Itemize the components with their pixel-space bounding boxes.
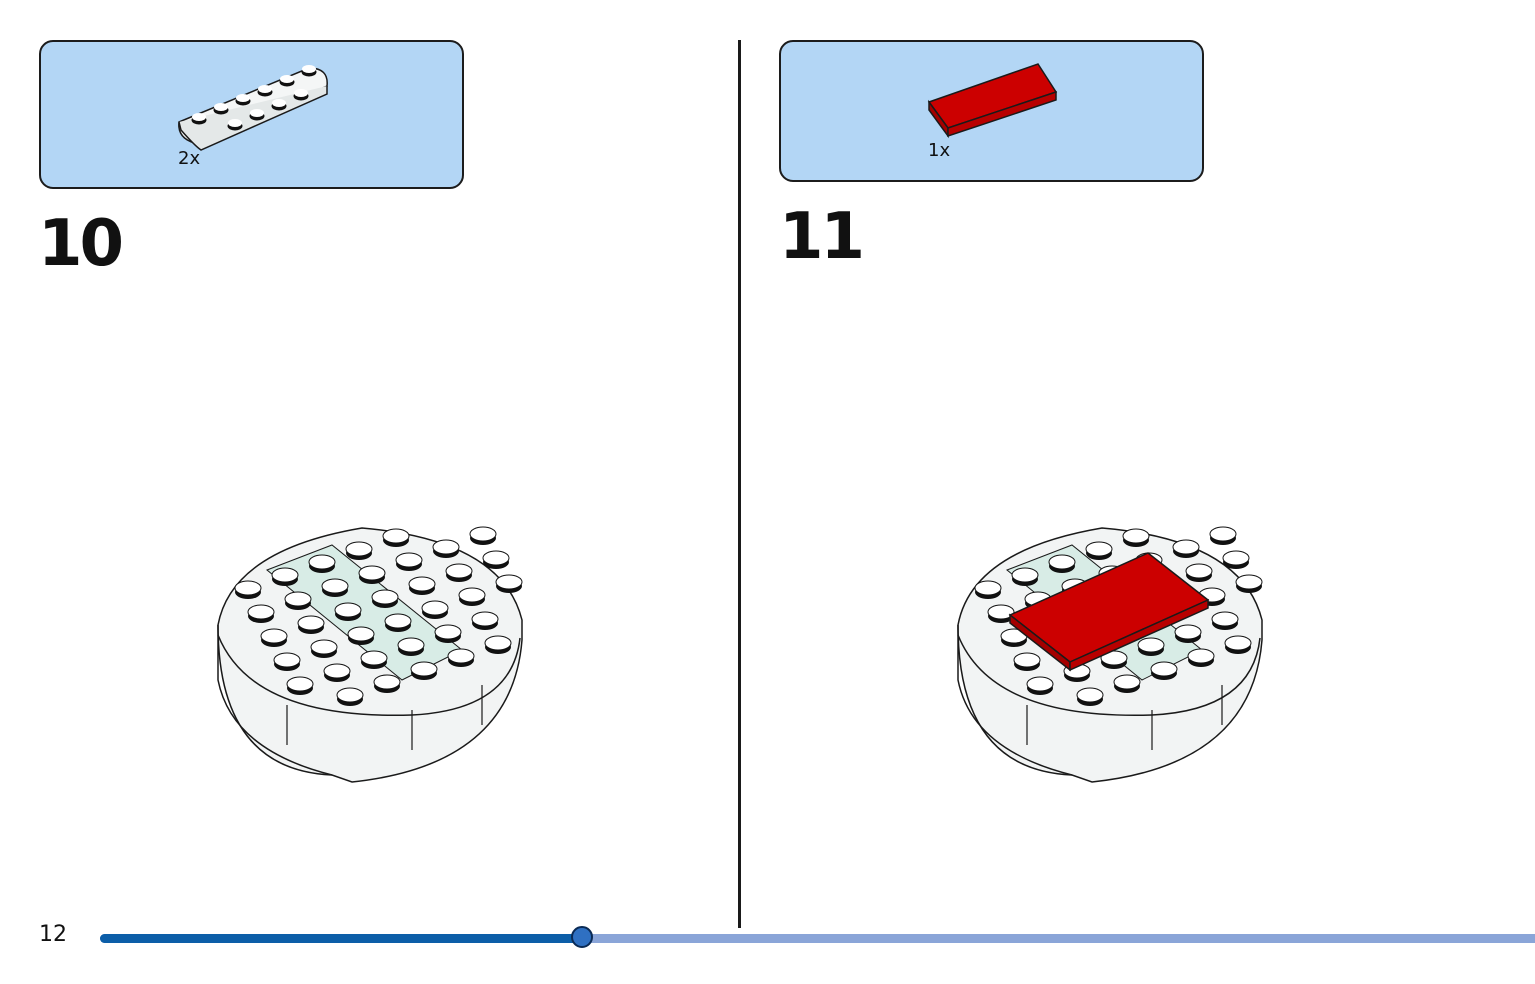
stud (360, 650, 388, 666)
stud (432, 539, 460, 555)
progress-track (100, 926, 1535, 948)
stud (1122, 528, 1150, 544)
stud (484, 635, 512, 651)
stud (1113, 674, 1141, 690)
red-tile-icon (927, 63, 1058, 139)
stud (358, 565, 386, 581)
stud (308, 554, 336, 570)
step-number: 10 (38, 207, 124, 281)
white-half-round-plate-icon (178, 65, 328, 151)
part-quantity: 1x (928, 140, 951, 161)
progress-knob[interactable] (571, 926, 594, 948)
stud (410, 661, 438, 677)
stud (345, 541, 373, 557)
stud (397, 637, 425, 653)
stud (247, 604, 275, 620)
stud (286, 676, 314, 692)
stud (1076, 687, 1104, 703)
stud (482, 550, 510, 566)
stud (987, 604, 1015, 620)
stud (1026, 676, 1054, 692)
stud (458, 587, 486, 603)
stud (1172, 539, 1200, 555)
stud (974, 580, 1002, 596)
page-divider (738, 40, 741, 928)
stud (234, 580, 262, 596)
stud (310, 639, 338, 655)
stud (1185, 563, 1213, 579)
part-quantity: 2x (178, 148, 201, 169)
stud (1085, 541, 1113, 557)
stud (1150, 661, 1178, 677)
stud (1224, 635, 1252, 651)
stud (495, 574, 523, 590)
progress-fill (100, 934, 583, 943)
stud (321, 578, 349, 594)
stud (434, 624, 462, 640)
stud (1235, 574, 1263, 590)
stud (471, 611, 499, 627)
stud (323, 663, 351, 679)
stud (371, 589, 399, 605)
stud (334, 602, 362, 618)
stud (347, 626, 375, 642)
stud (284, 591, 312, 607)
stud (1048, 554, 1076, 570)
stud (273, 652, 301, 668)
stud (1187, 648, 1215, 664)
stud (1222, 550, 1250, 566)
stud (1209, 526, 1237, 542)
stud (1013, 652, 1041, 668)
stud (469, 526, 497, 542)
stud (271, 567, 299, 583)
stud (445, 563, 473, 579)
parts-callout-step-10: 2x (39, 40, 464, 189)
stud (373, 674, 401, 690)
stud (421, 600, 449, 616)
step-10-model-illustration (217, 526, 523, 783)
stud (382, 528, 410, 544)
stud (447, 648, 475, 664)
stud (297, 615, 325, 631)
stud (1174, 624, 1202, 640)
stud (1011, 567, 1039, 583)
stud (1137, 637, 1165, 653)
parts-callout-step-11: 1x (779, 40, 1204, 182)
stud (408, 576, 436, 592)
page-number: 12 (39, 922, 67, 947)
stud (260, 628, 288, 644)
stud (395, 552, 423, 568)
stud (1211, 611, 1239, 627)
stud (336, 687, 364, 703)
step-11-model-illustration (957, 526, 1263, 783)
stud (384, 613, 412, 629)
step-number: 11 (779, 200, 865, 274)
